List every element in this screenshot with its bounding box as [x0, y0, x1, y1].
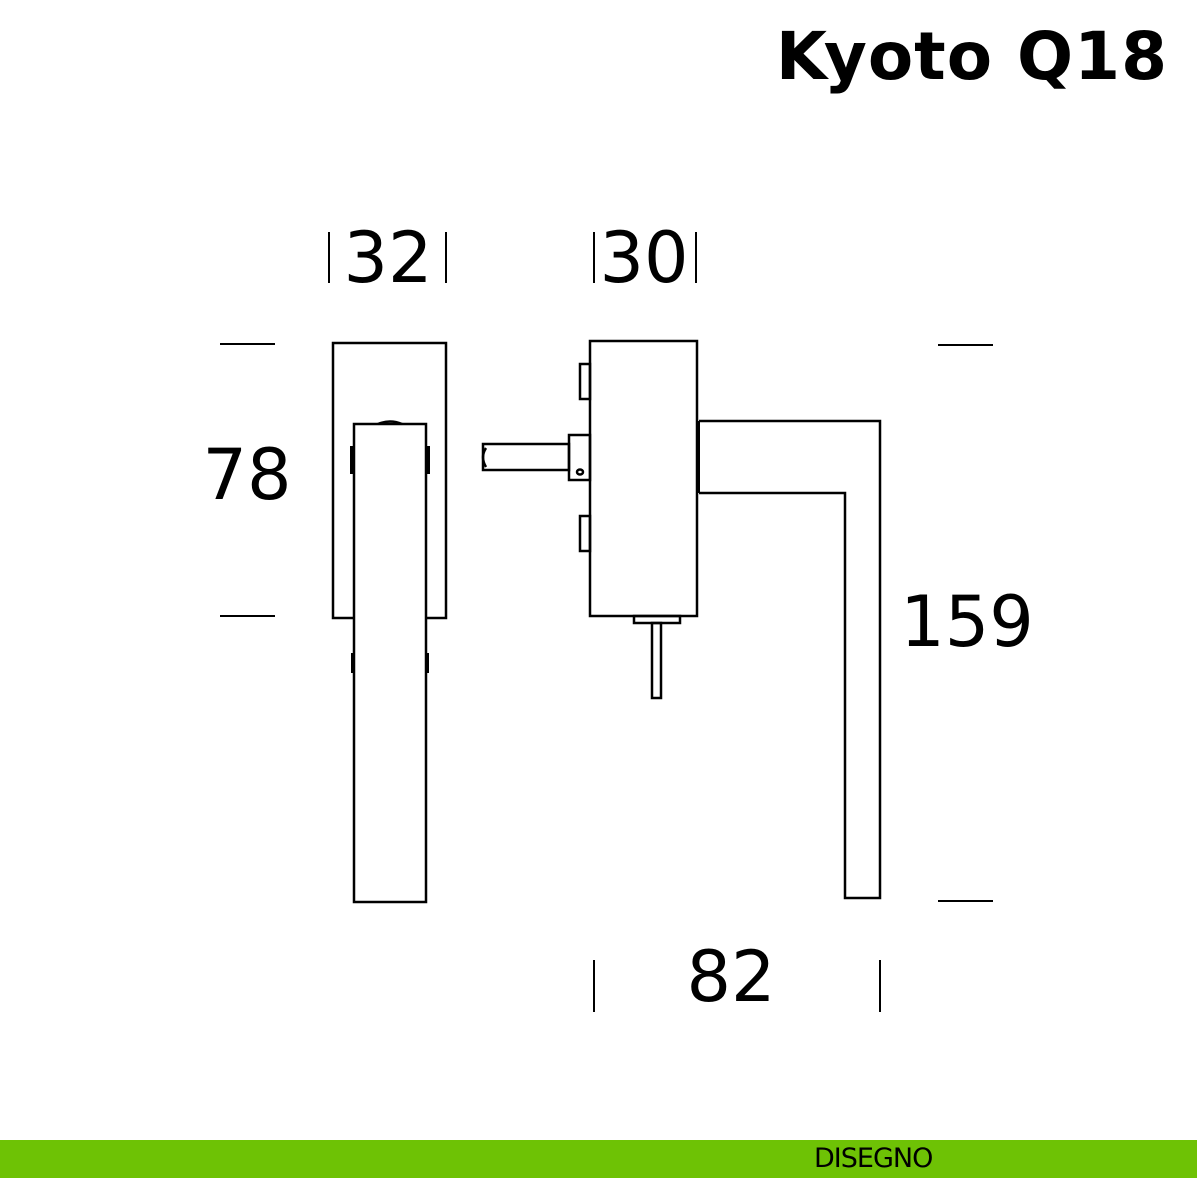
- dim-label-82: 82: [686, 936, 775, 1018]
- side-lock-pin: [650, 621, 663, 700]
- side-tab-upper: [578, 362, 592, 401]
- footer-label: DISEGNO: [814, 1143, 933, 1174]
- dim-label-78: 78: [202, 434, 291, 516]
- dim-label-32: 32: [343, 217, 432, 299]
- front-bump-left-lower: [351, 653, 354, 673]
- side-spindle: [481, 442, 571, 472]
- dim-label-159: 159: [900, 581, 1034, 663]
- front-view: [331, 341, 448, 904]
- front-bump-left: [350, 446, 354, 474]
- side-view: [481, 339, 882, 900]
- dimension-lines: [220, 232, 993, 1012]
- footer-bar: DISEGNO: [0, 1140, 1197, 1178]
- side-spindle-end: [481, 447, 488, 468]
- front-screw-top: [377, 420, 403, 426]
- side-handle-base: [696, 421, 700, 493]
- front-handle-lever: [352, 422, 428, 904]
- front-bump-right-lower: [426, 653, 429, 673]
- front-bump-right: [426, 446, 430, 474]
- side-rose: [588, 339, 699, 618]
- dim-label-30: 30: [599, 217, 688, 299]
- side-grub-screw: [575, 468, 585, 476]
- product-title: Kyoto Q18: [775, 18, 1168, 95]
- side-tab-lower: [578, 514, 592, 553]
- side-handle-lever: [699, 419, 882, 900]
